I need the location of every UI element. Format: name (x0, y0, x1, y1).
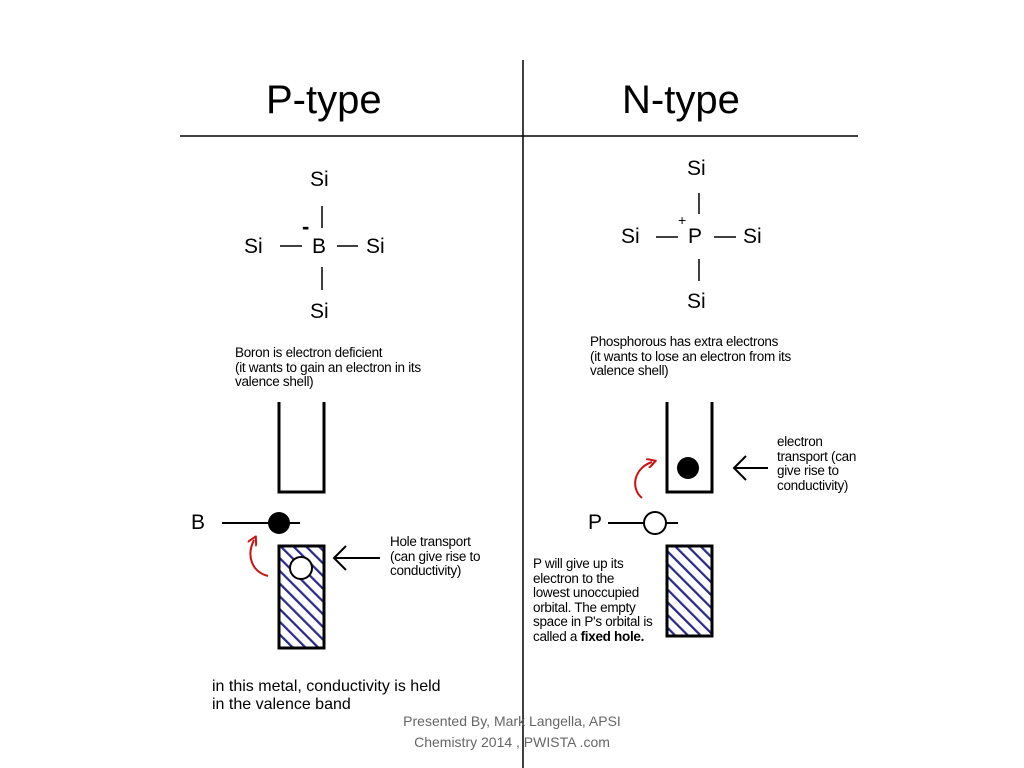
p-level-label: P (588, 511, 603, 534)
conduction-electron (677, 457, 699, 479)
n-atom-top: Si (687, 157, 706, 180)
n-positive-charge: + (678, 212, 687, 228)
n-red-arrow (634, 462, 652, 499)
electron-transport-note: electron transport (can give rise to con… (777, 434, 857, 493)
n-atom-bottom: Si (687, 290, 706, 313)
p-description: Boron is electron deficient (it wants to… (235, 345, 421, 389)
fixed-hole-note: P will give up its electron to the lowes… (533, 556, 653, 644)
n-description: Phosphorous has extra electrons (it want… (590, 334, 791, 378)
p-atom-bottom: Si (310, 300, 329, 323)
hole-transport-note: Hole transport (can give rise to conduct… (390, 534, 481, 578)
n-atom-right: Si (743, 225, 762, 248)
p-caption: in this metal, conductivity is held in t… (212, 678, 441, 713)
footer-credit: Presented By, Mark Langella, APSI Chemis… (403, 713, 621, 750)
n-type-title: N-type (622, 78, 740, 122)
n-atom-left: Si (621, 225, 640, 248)
b-level-label: B (191, 511, 206, 534)
fixed-hole-term: fixed hole. (580, 628, 645, 644)
p-conduction-band (277, 402, 326, 494)
p-atom-right: Si (366, 235, 385, 258)
p-atom-center: B (312, 235, 327, 258)
p-negative-charge: - (302, 214, 310, 239)
p-atom-top: Si (310, 168, 329, 191)
n-valence-band (665, 544, 714, 638)
p-type-title: P-type (266, 78, 382, 122)
p-atom-left: Si (244, 235, 263, 258)
hole (289, 556, 313, 580)
fixed-hole-circle (643, 511, 667, 535)
n-conduction-band (665, 402, 714, 494)
p-red-arrow (250, 540, 269, 577)
n-atom-center: P (688, 225, 703, 248)
b-level-electron (268, 512, 290, 534)
